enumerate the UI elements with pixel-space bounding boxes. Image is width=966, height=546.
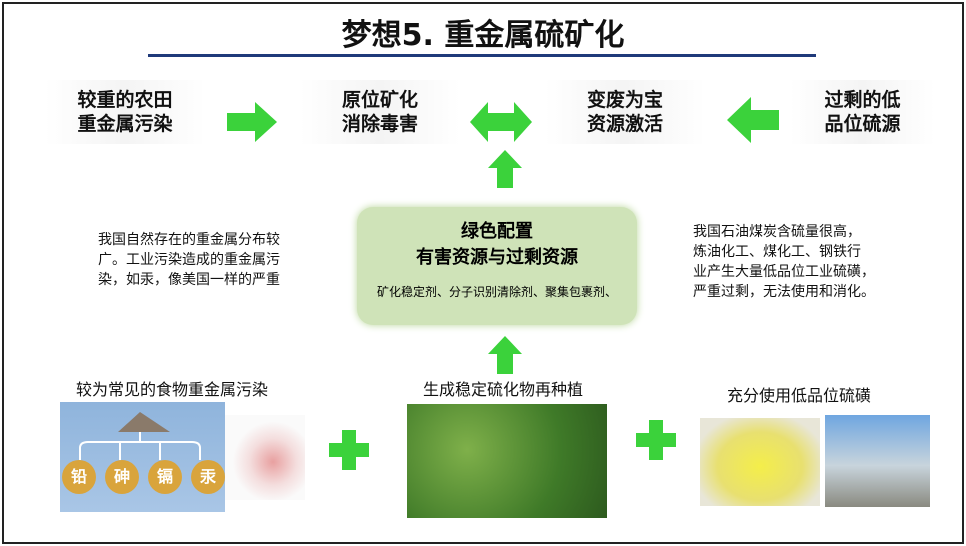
arrow-up-icon — [488, 336, 522, 374]
metal-lead: 铅 — [62, 460, 96, 494]
label-food-pollution: 较为常见的食物重金属污染 — [76, 380, 269, 399]
label-low-grade-sulfur: 充分使用低品位硫磺 — [727, 386, 872, 405]
box-farmland-pollution: 较重的农田重金属污染 — [45, 80, 205, 144]
right-description: 我国石油煤炭含硫量很高， 炼油化工、煤化工、钢铁行业产生大量低品位工业硫磺， 严重过… — [693, 222, 875, 302]
green-configuration-box: 绿色配置 有害资源与过剩资源 矿化稳定剂、分子识别清除剂、聚集包裹剂、 — [357, 207, 637, 325]
box-line: 变废为宝 — [586, 89, 663, 111]
box-waste-to-resource: 变废为宝资源激活 — [545, 80, 705, 144]
plus-icon — [329, 430, 369, 470]
replanted-crops-image — [407, 404, 607, 518]
label-replanting: 生成稳定硫化物再种植 — [423, 380, 584, 399]
text-line: 炼油化工、煤化工、钢铁行 — [693, 244, 861, 260]
box-line: 过剩的低 — [824, 89, 901, 111]
plus-icon — [636, 420, 676, 460]
text-line: 我国自然存在的重金属分布较 — [98, 232, 280, 248]
heavy-metal-diagram-image — [60, 402, 225, 512]
text-line: 我国石油煤炭含硫量很高， — [693, 224, 861, 240]
text-line: 严重过剩，无法使用和消化。 — [693, 284, 875, 300]
left-description: 我国自然存在的重金属分布较广。工业污染造成的重金属污染，如汞，像美国一样的严重 — [98, 230, 280, 290]
slide-title: 梦想5. 重金属硫矿化 — [341, 18, 625, 53]
box-in-situ-mineralization: 原位矿化消除毒害 — [300, 80, 460, 144]
metal-mercury: 汞 — [191, 460, 225, 494]
box-line: 消除毒害 — [341, 113, 418, 135]
center-heading: 有害资源与过剩资源 — [416, 247, 578, 268]
text-line: 业产生大量低品位工业硫磺， — [693, 264, 875, 280]
box-line: 较重的农田 — [77, 89, 173, 111]
arrow-left-icon — [727, 97, 779, 143]
refinery-plant-image — [825, 415, 930, 507]
box-excess-sulfur: 过剩的低品位硫源 — [790, 80, 935, 144]
arrow-double-icon — [470, 102, 532, 142]
center-subtext: 矿化稳定剂、分子识别清除剂、聚集包裹剂、 — [376, 285, 617, 299]
box-line: 资源激活 — [586, 113, 663, 135]
text-line: 染，如汞，像美国一样的严重 — [98, 272, 280, 288]
center-heading: 绿色配置 — [461, 221, 533, 242]
china-pollution-map-image — [225, 415, 305, 500]
box-line: 重金属污染 — [77, 113, 173, 135]
arrow-up-icon — [488, 150, 522, 188]
title-underline — [148, 54, 816, 57]
metal-cadmium: 镉 — [148, 460, 182, 494]
box-line: 原位矿化 — [341, 89, 418, 111]
sulfur-pile-image — [700, 418, 820, 506]
text-line: 广。工业污染造成的重金属污 — [98, 252, 280, 268]
arrow-right-icon — [227, 102, 277, 142]
box-line: 品位硫源 — [824, 113, 901, 135]
metal-arsenic: 砷 — [105, 460, 139, 494]
